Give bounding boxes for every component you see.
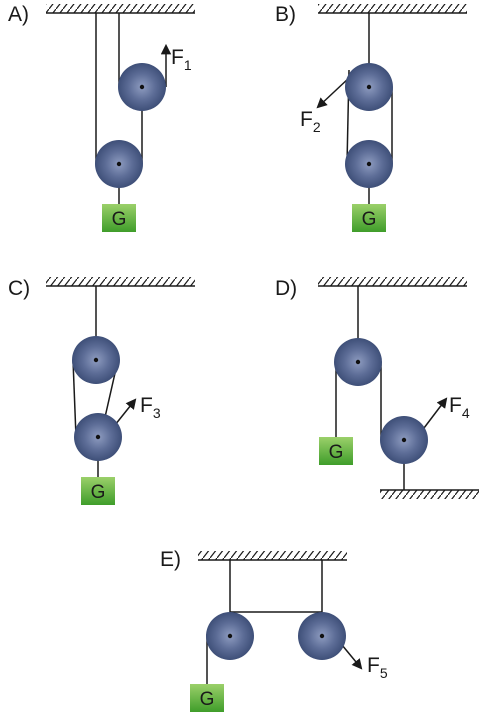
force-c-label: F3 [140, 394, 161, 421]
pulley-c-top-axle [93, 357, 99, 363]
ceiling-e [198, 551, 347, 561]
panel-b: B) G F2 [275, 3, 467, 232]
panel-b-label: B) [275, 3, 296, 26]
weight-b [352, 204, 386, 232]
weight-a [102, 204, 136, 232]
weight-a-label: G [112, 209, 127, 230]
panel-c: C) G F3 [8, 277, 195, 505]
weight-e-label: G [200, 689, 215, 710]
weight-b-label: G [362, 209, 377, 230]
force-a-label: F1 [171, 46, 192, 73]
ceiling-d [318, 277, 467, 287]
pulley-a-bottom-axle [116, 161, 122, 167]
pulley-d-top-axle [355, 359, 361, 365]
pulley-e-right-axle [319, 633, 325, 639]
force-b-label: F2 [300, 108, 321, 135]
pulley-c-bottom-axle [95, 434, 101, 440]
panel-d: D) G F4 [275, 277, 479, 499]
panel-a-label: A) [8, 3, 29, 26]
panel-e-label: E) [160, 548, 181, 571]
weight-c [81, 477, 115, 505]
weight-d-label: G [329, 442, 344, 463]
force-e-label: F5 [367, 654, 388, 681]
ceiling-b [318, 4, 467, 14]
pulley-b-bottom-axle [366, 161, 372, 167]
panel-c-label: C) [8, 277, 30, 300]
force-d-label: F4 [449, 394, 470, 421]
panel-e: E) G F5 [160, 548, 388, 712]
ceiling-c [46, 277, 195, 287]
weight-c-label: G [91, 482, 106, 503]
pulley-e-left-axle [227, 633, 233, 639]
weight-d [319, 437, 353, 465]
ceiling-a [46, 4, 195, 14]
panel-a: A) G F1 [8, 3, 195, 232]
pulley-d-bottom-axle [401, 437, 407, 443]
panel-d-label: D) [275, 277, 297, 300]
weight-e [190, 684, 224, 712]
floor-d [380, 489, 479, 499]
pulley-b-top-axle [366, 84, 372, 90]
pulley-a-top-axle [139, 84, 145, 90]
